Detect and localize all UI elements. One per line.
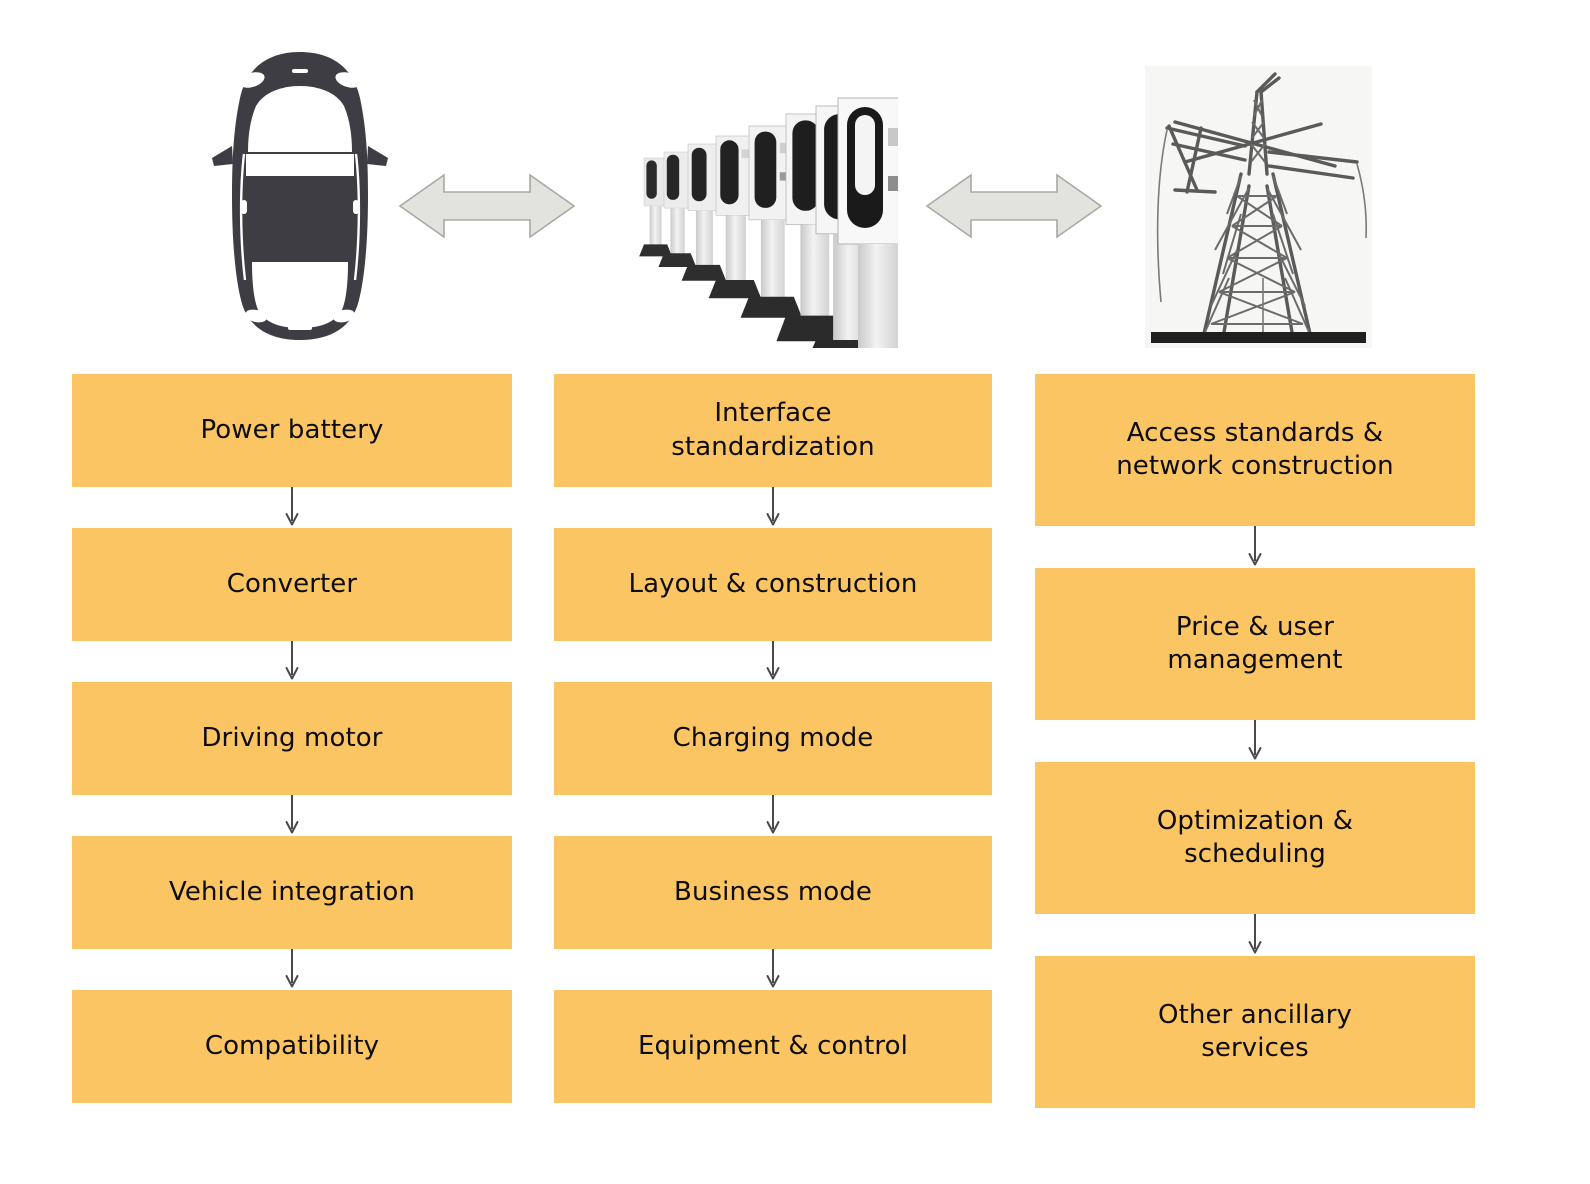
down-arrow-connector — [72, 487, 512, 528]
electric-vehicle-top-view-icon — [200, 48, 400, 344]
flow-column-power-grid: Access standards &network construction P… — [1035, 374, 1475, 1108]
down-arrow-connector — [72, 949, 512, 990]
down-arrow-connector — [554, 949, 992, 990]
flow-node[interactable]: Compatibility — [72, 990, 512, 1103]
down-arrow-connector — [1035, 526, 1475, 568]
down-arrow-connector — [554, 487, 992, 528]
down-arrow-connector — [554, 795, 992, 836]
flow-node[interactable]: Layout & construction — [554, 528, 992, 641]
flow-node[interactable]: Business mode — [554, 836, 992, 949]
down-arrow-connector — [1035, 720, 1475, 762]
flow-column-vehicle: Power battery Converter Driving motor Ve… — [72, 374, 512, 1103]
charging-station-row-photo — [616, 86, 922, 400]
flow-node[interactable]: Power battery — [72, 374, 512, 487]
down-arrow-connector — [72, 795, 512, 836]
down-arrow-connector — [72, 641, 512, 682]
bidirectional-arrow-icon — [925, 170, 1103, 242]
flow-node[interactable]: Equipment & control — [554, 990, 992, 1103]
down-arrow-connector — [1035, 914, 1475, 956]
flow-node[interactable]: Access standards &network construction — [1035, 374, 1475, 526]
transmission-tower-photo — [1145, 66, 1372, 348]
flow-node[interactable]: Driving motor — [72, 682, 512, 795]
flow-node[interactable]: Converter — [72, 528, 512, 641]
flow-node[interactable]: Vehicle integration — [72, 836, 512, 949]
down-arrow-connector — [554, 641, 992, 682]
bidirectional-arrow-icon — [398, 170, 576, 242]
flow-node[interactable]: Optimization &scheduling — [1035, 762, 1475, 914]
flow-node[interactable]: Charging mode — [554, 682, 992, 795]
